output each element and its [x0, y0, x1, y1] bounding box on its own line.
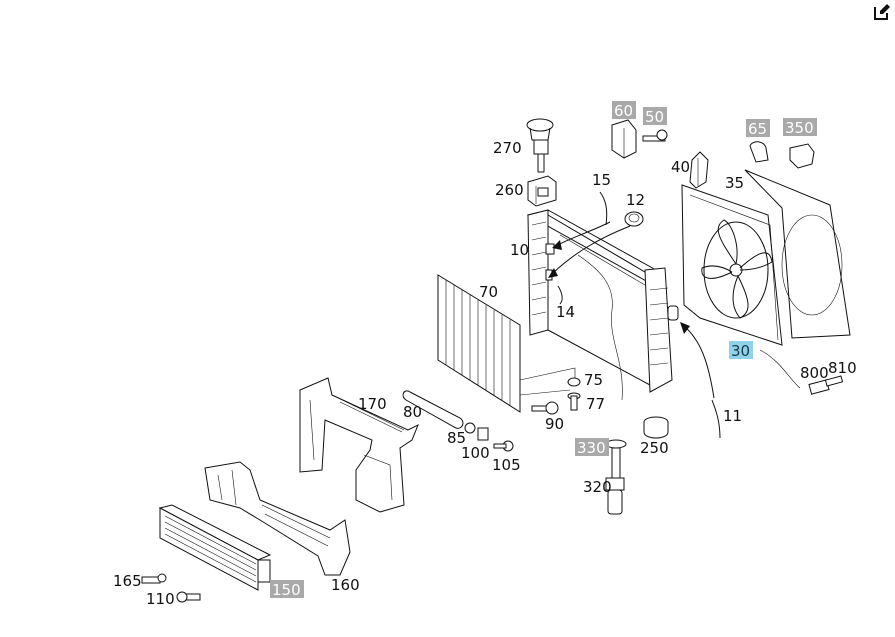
condenser-part — [437, 274, 576, 413]
callout-350[interactable]: 350 — [783, 118, 817, 137]
callout-75[interactable]: 75 — [584, 371, 603, 389]
callout-250[interactable]: 250 — [640, 439, 669, 457]
radiator-part — [526, 209, 679, 401]
svg-text:330: 330 — [577, 439, 606, 457]
dryer-part — [402, 390, 464, 429]
callout-14[interactable]: 14 — [556, 303, 575, 321]
intercooler-part — [158, 504, 272, 591]
hose-11-part — [711, 399, 721, 439]
callout-40[interactable]: 40 — [671, 158, 690, 176]
clip-350-part — [789, 143, 815, 169]
callout-12[interactable]: 12 — [626, 191, 645, 209]
callout-270[interactable]: 270 — [493, 139, 522, 157]
bolt-90-part — [531, 401, 559, 415]
callout-170[interactable]: 170 — [358, 395, 387, 413]
callout-320[interactable]: 320 — [583, 478, 612, 496]
callout-260[interactable]: 260 — [495, 181, 524, 199]
washer-part — [567, 377, 581, 387]
callout-15[interactable]: 15 — [592, 171, 611, 189]
callout-150[interactable]: 150 — [270, 580, 304, 599]
drain-valve-part — [605, 439, 627, 515]
bolt-77-part — [567, 392, 581, 411]
hose-15-part — [599, 191, 608, 226]
callout-330[interactable]: 330 — [575, 438, 609, 457]
bolt-105-part — [493, 440, 514, 452]
expansion-cap-part — [643, 416, 669, 439]
air-duct-part — [299, 377, 419, 513]
bracket-part — [611, 119, 637, 159]
callout-70[interactable]: 70 — [479, 283, 498, 301]
svg-text:50: 50 — [645, 108, 664, 126]
clip-100-part — [477, 427, 489, 441]
callout-50[interactable]: 50 — [643, 107, 667, 126]
svg-text:65: 65 — [748, 120, 767, 138]
callout-60[interactable]: 60 — [612, 101, 636, 120]
bolt-50-part — [642, 129, 668, 142]
clip-14-part — [557, 285, 563, 305]
callout-10[interactable]: 10 — [510, 241, 529, 259]
sensor-part — [759, 349, 844, 395]
callout-90[interactable]: 90 — [545, 415, 564, 433]
svg-text:60: 60 — [614, 102, 633, 120]
cap-part — [624, 211, 644, 227]
callout-800[interactable]: 800 — [800, 364, 829, 382]
edit-button[interactable] — [872, 2, 892, 22]
callout-77[interactable]: 77 — [586, 395, 605, 413]
callout-85[interactable]: 85 — [447, 429, 466, 447]
callout-100[interactable]: 100 — [461, 444, 490, 462]
callout-110[interactable]: 110 — [146, 590, 175, 608]
callout-105[interactable]: 105 — [492, 456, 521, 474]
o-ring-part — [464, 422, 476, 434]
callout-810[interactable]: 810 — [828, 359, 857, 377]
fan-shroud-part — [681, 169, 851, 346]
callout-165[interactable]: 165 — [113, 572, 142, 590]
clip-65-part — [749, 141, 769, 163]
svg-text:30: 30 — [731, 342, 750, 360]
rubber-mount-part — [527, 175, 557, 207]
drain-plug-part — [526, 118, 554, 173]
edit-icon — [874, 4, 890, 20]
callout-11[interactable]: 11 — [723, 407, 742, 425]
callout-35[interactable]: 35 — [725, 174, 744, 192]
callout-80[interactable]: 80 — [403, 403, 422, 421]
bolt-110-part — [176, 591, 201, 603]
bolt-165-part — [141, 573, 167, 584]
svg-text:350: 350 — [785, 119, 814, 137]
lower-shroud-part — [204, 461, 351, 576]
svg-text:150: 150 — [272, 581, 301, 599]
callout-30[interactable]: 30 — [729, 341, 753, 360]
clip-40-part — [689, 151, 709, 189]
callout-160[interactable]: 160 — [331, 576, 360, 594]
callout-65[interactable]: 65 — [746, 119, 770, 138]
